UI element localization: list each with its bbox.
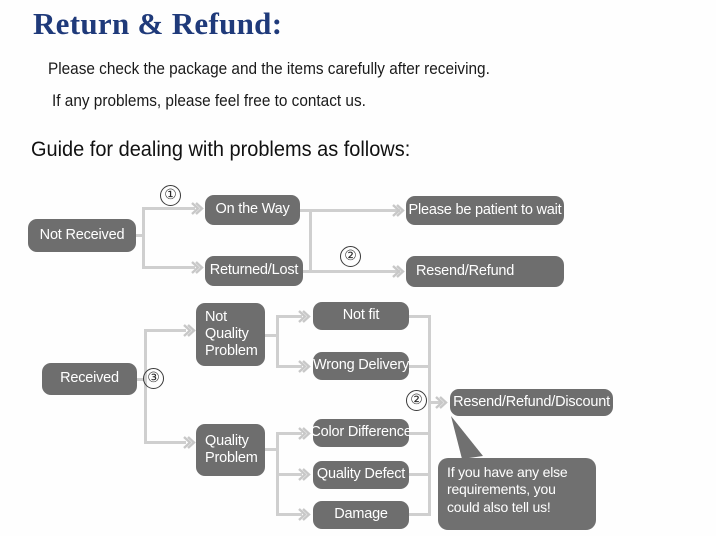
node-damage: Damage: [313, 501, 409, 529]
callout-tail: [449, 412, 501, 468]
connector-qp-to-color-difference: [276, 432, 302, 435]
connector-to-on-the-way: [142, 207, 195, 210]
arrow-to-resend-refund: [392, 264, 405, 279]
node-quality-defect: Quality Defect: [313, 461, 409, 489]
connector-nqp-to-not-fit: [276, 315, 302, 318]
connector-wrong-delivery-out: [409, 365, 431, 368]
connector-to-not-quality: [144, 329, 186, 332]
connector-qp-out: [265, 448, 279, 451]
page-title: Return & Refund:: [33, 6, 283, 41]
arrow-to-returned-lost: [191, 260, 204, 275]
callout-bubble: If you have any else requirements, you c…: [438, 458, 596, 530]
connector-on-the-way-out: [300, 209, 400, 212]
connector-to-returned-lost: [142, 266, 195, 269]
intro-line-2: If any problems, please feel free to con…: [52, 92, 366, 110]
node-please-be-patient: Please be patient to wait: [406, 196, 564, 225]
connector-top-right-vertical: [309, 209, 312, 272]
connector-quality-defect-out: [409, 473, 431, 476]
node-returned-lost: Returned/Lost: [205, 256, 303, 286]
arrow-to-please-be-patient: [392, 203, 405, 218]
arrow-to-color-difference: [298, 426, 311, 441]
connector-not-received-split: [142, 207, 145, 269]
arrow-to-quality-defect: [298, 467, 311, 482]
marker-two-bottom: ②: [406, 390, 427, 411]
connector-nqp-to-wrong-delivery: [276, 365, 302, 368]
connector-not-fit-out: [409, 315, 431, 318]
arrow-to-wrong-delivery: [298, 359, 311, 374]
arrow-to-on-the-way: [191, 201, 204, 216]
node-wrong-delivery: Wrong Delivery: [313, 352, 409, 380]
node-not-received: Not Received: [28, 219, 136, 252]
connector-not-received-stem: [136, 234, 145, 237]
connector-qp-to-damage: [276, 513, 302, 516]
node-resend-refund-discount: Resend/Refund/Discount: [450, 389, 613, 416]
guide-heading: Guide for dealing with problems as follo…: [31, 138, 411, 161]
arrow-to-damage: [298, 507, 311, 522]
node-on-the-way: On the Way: [205, 195, 300, 225]
marker-three: ③: [143, 368, 164, 389]
node-color-difference: Color Difference: [310, 419, 412, 447]
node-not-quality-problem: Not Quality Problem: [196, 303, 265, 366]
arrow-to-not-quality-problem: [183, 323, 196, 338]
connector-nqp-out: [265, 334, 279, 337]
node-resend-refund: Resend/Refund: [406, 256, 564, 287]
connector-nqp-vertical: [276, 315, 279, 368]
node-quality-problem: Quality Problem: [196, 424, 265, 476]
marker-one: ①: [160, 185, 181, 206]
arrow-to-quality-problem: [183, 435, 196, 450]
connector-received-stem: [137, 378, 147, 381]
connector-damage-out: [409, 513, 431, 516]
connector-received-split: [144, 329, 147, 444]
arrow-to-resend-refund-discount: [435, 395, 448, 410]
node-not-fit: Not fit: [313, 302, 409, 330]
node-received: Received: [42, 363, 137, 395]
arrow-to-not-fit: [298, 309, 311, 324]
connector-collector-bus: [428, 315, 431, 516]
connector-bus-to-outcome: [428, 401, 442, 404]
intro-line-1: Please check the package and the items c…: [48, 60, 490, 78]
connector-returned-lost-out: [303, 270, 400, 273]
connector-color-difference-out: [409, 432, 431, 435]
marker-two-top: ②: [340, 246, 361, 267]
connector-to-quality: [144, 441, 186, 444]
connector-qp-to-quality-defect: [276, 473, 302, 476]
